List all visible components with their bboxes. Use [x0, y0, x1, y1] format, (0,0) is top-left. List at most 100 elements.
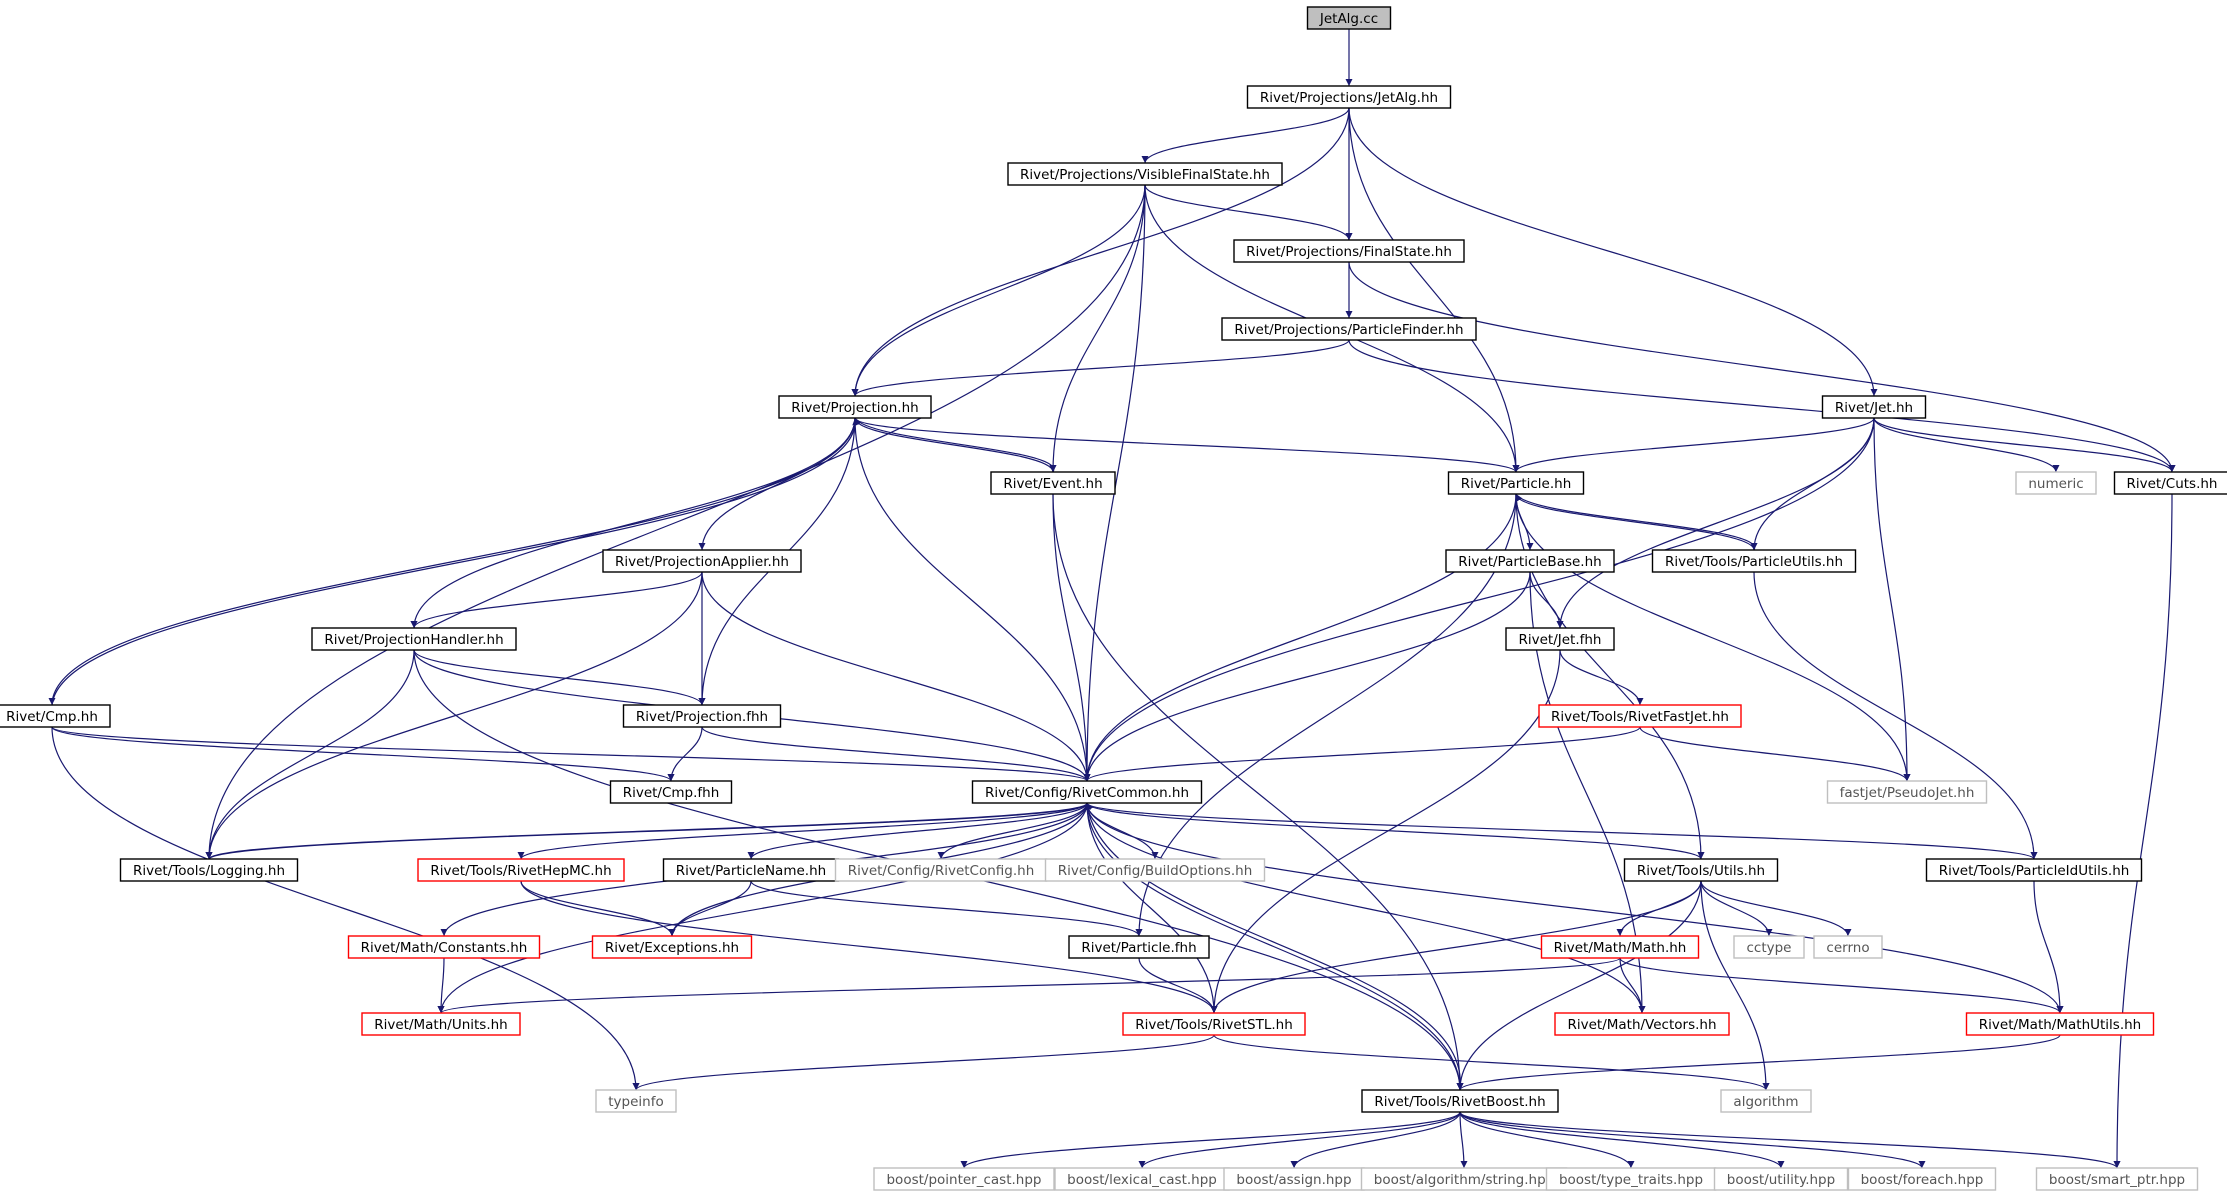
node-label: Rivet/Math/Math.hh [1554, 940, 1687, 956]
node-label: cctype [1746, 940, 1791, 956]
node-units[interactable]: Rivet/Math/Units.hh [361, 1012, 521, 1036]
node-jetalg-hh[interactable]: Rivet/Projections/JetAlg.hh [1246, 85, 1452, 109]
node-projhandler[interactable]: Rivet/ProjectionHandler.hh [311, 627, 517, 651]
edge-jet-hh-to-pseudojet [1873, 417, 1911, 782]
edge-visible-fs-to-finalstate [1144, 184, 1353, 241]
node-projection-fhh[interactable]: Rivet/Projection.fhh [622, 704, 782, 728]
edge-rivethepmc-to-exceptions [520, 880, 676, 937]
edge-projection-hh-to-event-hh [854, 417, 1057, 473]
node-mathmath[interactable]: Rivet/Math/Math.hh [1540, 935, 1700, 959]
node-box [622, 704, 782, 728]
node-logging[interactable]: Rivet/Tools/Logging.hh [119, 858, 299, 882]
edge-event-hh-to-rivetboost [1052, 493, 1464, 1091]
edge-particle-hh-to-rivetcommon [1083, 493, 1517, 782]
node-rivetstl[interactable]: Rivet/Tools/RivetSTL.hh [1122, 1012, 1306, 1036]
node-label: typeinfo [608, 1094, 663, 1110]
node-label: Rivet/Particle.fhh [1081, 940, 1196, 956]
node-label: Rivet/Cmp.fhh [623, 785, 720, 801]
node-box [1965, 1012, 2155, 1036]
node-cuts-hh[interactable]: Rivet/Cuts.hh [2113, 471, 2227, 495]
node-label: JetAlg.cc [1319, 11, 1378, 27]
node-event-hh[interactable]: Rivet/Event.hh [990, 471, 1116, 495]
edge-cmp-hh-to-cmp-fhh [51, 726, 675, 782]
node-exceptions[interactable]: Rivet/Exceptions.hh [591, 935, 753, 959]
node-mathutils[interactable]: Rivet/Math/MathUtils.hh [1965, 1012, 2155, 1036]
node-box [2035, 1167, 2199, 1191]
node-rivetconfig: Rivet/Config/RivetConfig.hh [834, 858, 1048, 882]
node-projection-hh[interactable]: Rivet/Projection.hh [778, 395, 932, 419]
node-b-pointer-cast: boost/pointer_cast.hpp [873, 1167, 1055, 1191]
node-label: Rivet/Tools/RivetSTL.hh [1135, 1017, 1293, 1033]
node-rivetboost[interactable]: Rivet/Tools/RivetBoost.hh [1361, 1089, 1559, 1113]
edge-mathmath-to-mathutils [1619, 957, 2064, 1014]
node-constants[interactable]: Rivet/Math/Constants.hh [347, 935, 541, 959]
edge-jetalg-hh-to-particle-hh [1348, 107, 1520, 473]
node-box [1713, 1167, 1849, 1191]
node-rivethepmc[interactable]: Rivet/Tools/RivetHepMC.hh [417, 858, 625, 882]
node-particlefinder[interactable]: Rivet/Projections/ParticleFinder.hh [1221, 317, 1477, 341]
node-jet-hh[interactable]: Rivet/Jet.hh [1821, 395, 1927, 419]
node-label: Rivet/Projections/ParticleFinder.hh [1234, 322, 1463, 338]
edge-cmp-hh-to-rivetcommon [51, 726, 1091, 782]
node-box [1445, 549, 1615, 573]
node-cmp-fhh[interactable]: Rivet/Cmp.fhh [609, 780, 733, 804]
node-box [873, 1167, 1055, 1191]
edge-event-hh-to-rivetcommon [1052, 493, 1091, 782]
node-box [1122, 1012, 1306, 1036]
node-jetalg-cc[interactable]: JetAlg.cc [1306, 6, 1392, 30]
node-finalstate[interactable]: Rivet/Projections/FinalState.hh [1233, 239, 1465, 263]
node-particlebase[interactable]: Rivet/ParticleBase.hh [1445, 549, 1615, 573]
edge-particlename-to-exceptions [668, 880, 752, 937]
edge-rivetcommon-to-vectors [1086, 802, 1646, 1014]
node-box [1233, 239, 1465, 263]
node-particleidutils[interactable]: Rivet/Tools/ParticleIdUtils.hh [1925, 858, 2143, 882]
node-cmp-hh[interactable]: Rivet/Cmp.hh [0, 704, 111, 728]
edge-visible-fs-to-projection-hh [851, 184, 1146, 397]
node-label: Rivet/Projections/JetAlg.hh [1260, 90, 1438, 106]
edge-projection-hh-to-projapplier [698, 417, 856, 551]
edge-rivetfastjet-to-pseudojet [1639, 726, 1911, 782]
node-box [2113, 471, 2227, 495]
node-algorithm: algorithm [1720, 1089, 1812, 1113]
node-buildoptions: Rivet/Config/BuildOptions.hh [1044, 858, 1266, 882]
node-label: Rivet/Tools/Utils.hh [1637, 863, 1765, 879]
node-box [361, 1012, 521, 1036]
edge-jet-hh-to-particle-hh [1512, 417, 1875, 473]
node-box [1813, 935, 1883, 959]
edge-projection-fhh-to-rivetcommon [701, 726, 1091, 782]
node-label: Rivet/Event.hh [1003, 476, 1102, 492]
node-particlename[interactable]: Rivet/ParticleName.hh [662, 858, 840, 882]
node-particle-fhh[interactable]: Rivet/Particle.fhh [1068, 935, 1210, 959]
node-cctype: cctype [1733, 935, 1805, 959]
node-particleutils[interactable]: Rivet/Tools/ParticleUtils.hh [1651, 549, 1857, 573]
node-box [1007, 162, 1283, 186]
node-box [1826, 780, 1988, 804]
edge-projhandler-to-projection-fhh [413, 649, 706, 706]
node-jet-fhh[interactable]: Rivet/Jet.fhh [1505, 627, 1615, 651]
node-box [1925, 858, 2143, 882]
edge-rivetcommon-to-particlename [747, 802, 1088, 860]
node-box [417, 858, 625, 882]
edge-rivetcommon-to-rivetstl [1086, 802, 1218, 1014]
edge-rivetcommon-to-units [437, 802, 1088, 1014]
node-b-type-traits: boost/type_traits.hpp [1545, 1167, 1717, 1191]
node-label: Rivet/Particle.hh [1461, 476, 1572, 492]
edge-mathutils-to-rivetboost [1456, 1034, 2061, 1091]
edge-rivetboost-to-b-lexical-cast [1138, 1111, 1461, 1169]
node-b-smart-ptr: boost/smart_ptr.hpp [2035, 1167, 2199, 1191]
node-vectors[interactable]: Rivet/Math/Vectors.hh [1554, 1012, 1730, 1036]
edge-rivetstl-to-algorithm [1213, 1034, 1770, 1091]
edge-utils-to-cerrno [1700, 880, 1852, 937]
node-utils[interactable]: Rivet/Tools/Utils.hh [1623, 858, 1779, 882]
node-box [347, 935, 541, 959]
edge-projection-hh-to-particle-hh [854, 417, 1520, 473]
node-rivetcommon[interactable]: Rivet/Config/RivetCommon.hh [971, 780, 1203, 804]
node-projapplier[interactable]: Rivet/ProjectionApplier.hh [602, 549, 802, 573]
node-box [1246, 85, 1452, 109]
node-visible-fs[interactable]: Rivet/Projections/VisibleFinalState.hh [1007, 162, 1283, 186]
edge-rivetboost-to-b-smart-ptr [1459, 1111, 2121, 1169]
node-particle-hh[interactable]: Rivet/Particle.hh [1447, 471, 1585, 495]
node-rivetfastjet[interactable]: Rivet/Tools/RivetFastJet.hh [1538, 704, 1742, 728]
edge-rivetcommon-to-utils [1086, 802, 1705, 860]
